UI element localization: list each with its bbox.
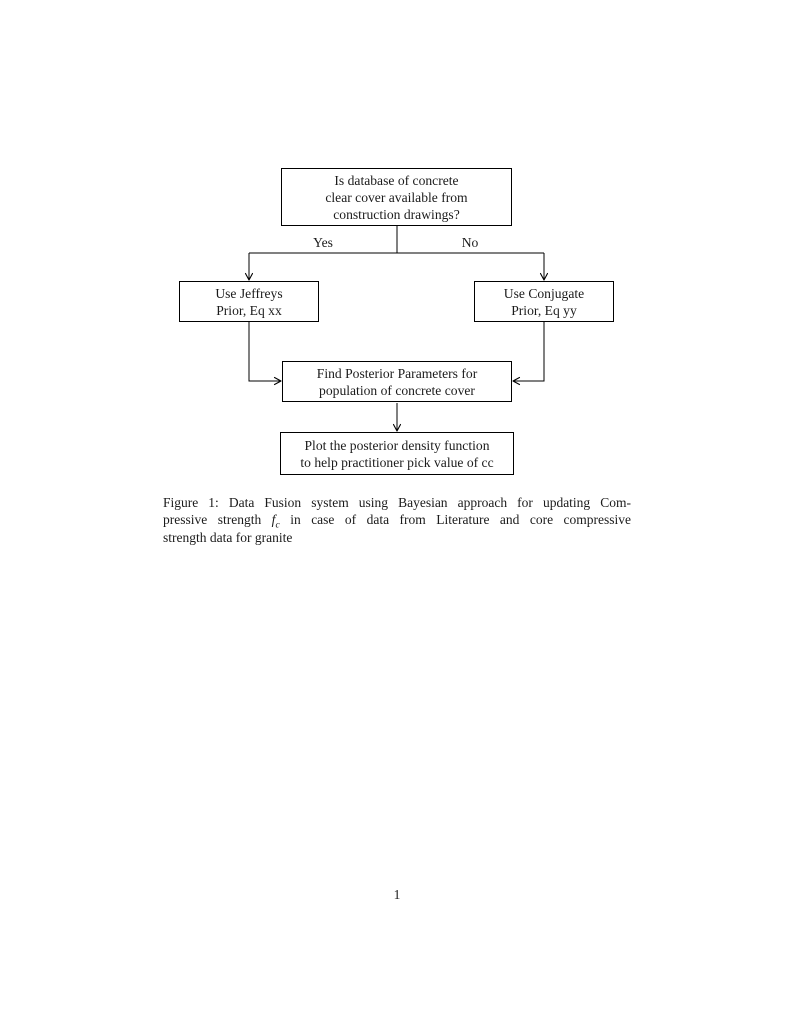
flowchart-node-question: Is database of concrete clear cover avai… [281,168,512,226]
math-fc-symbol: fc [271,512,280,531]
caption-text-before-math: pressive strength [163,512,262,528]
edge-label-no: No [461,235,479,250]
edge-label-yes: Yes [313,235,333,250]
flowchart-node-posterior-parameters: Find Posterior Parameters for population… [282,361,512,402]
figure-caption-line-3: strength data for granite [163,529,293,545]
figure-caption-line-2: pressive strength fc in case of data fro… [163,511,632,531]
flowchart-node-plot-density: Plot the posterior density function to h… [280,432,514,475]
page-number: 1 [393,887,401,902]
flowchart-node-conjugate-prior: Use Conjugate Prior, Eq yy [474,281,614,322]
connector-right-elbow-arrow [512,322,545,386]
connector-left-elbow-arrow [248,322,282,386]
figure-caption-line-1: Figure 1: Data Fusion system using Bayes… [163,495,631,510]
caption-text-after-math: in case of data from Literature and core… [290,512,632,528]
flowchart-node-jeffreys-prior: Use Jeffreys Prior, Eq xx [179,281,319,322]
figure-caption: Figure 1: Data Fusion system using Bayes… [163,494,631,546]
